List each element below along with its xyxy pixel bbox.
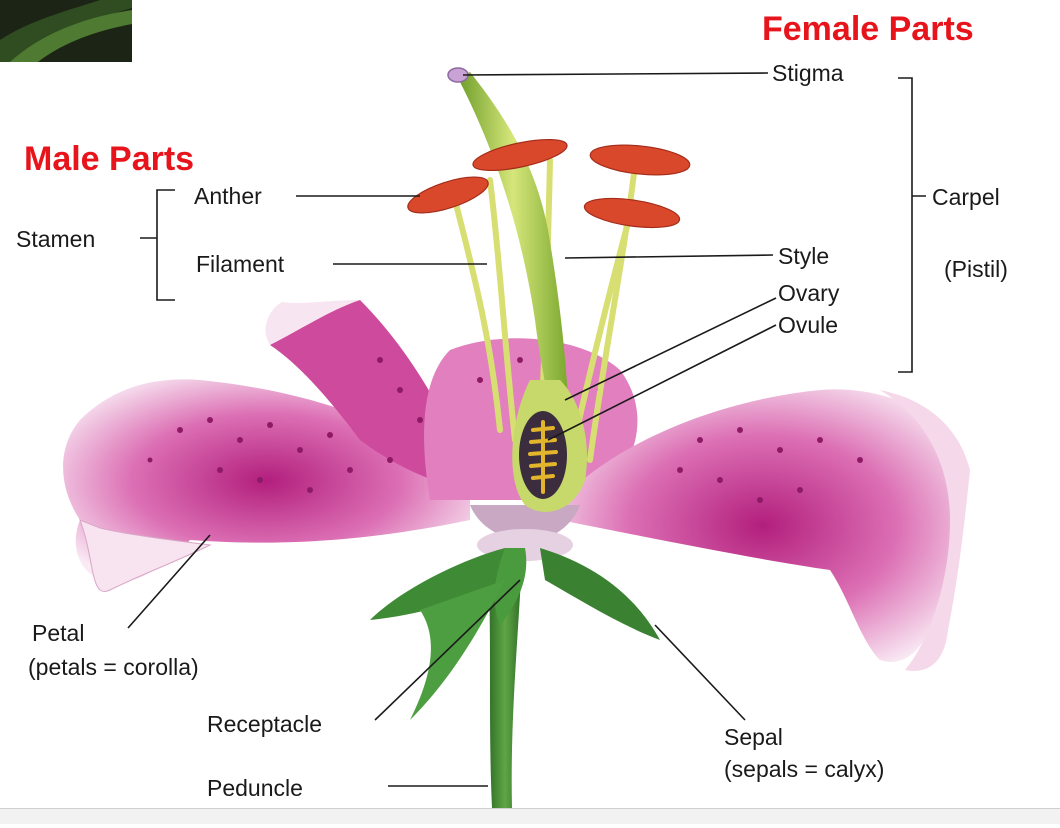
stamen-bracket xyxy=(140,190,175,300)
label-petal: Petal xyxy=(32,622,84,645)
female-parts-heading: Female Parts xyxy=(762,12,974,46)
label-receptacle: Receptacle xyxy=(207,713,322,736)
label-sepal-note: (sepals = calyx) xyxy=(724,758,884,781)
label-ovary: Ovary xyxy=(778,282,839,305)
label-sepal: Sepal xyxy=(724,726,783,749)
label-pistil: (Pistil) xyxy=(944,258,1008,281)
label-peduncle: Peduncle xyxy=(207,777,303,800)
label-carpel: Carpel xyxy=(932,186,1000,209)
bottom-frame-bar xyxy=(0,808,1060,824)
label-petal-note: (petals = corolla) xyxy=(28,656,199,679)
label-style: Style xyxy=(778,245,829,268)
label-ovule: Ovule xyxy=(778,314,838,337)
label-filament: Filament xyxy=(196,253,284,276)
label-stigma: Stigma xyxy=(772,62,844,85)
sepal-right xyxy=(540,548,660,640)
male-parts-heading: Male Parts xyxy=(24,142,194,176)
label-anther: Anther xyxy=(194,185,262,208)
corner-leaf-photo xyxy=(0,0,132,62)
carpel-bracket xyxy=(898,78,926,372)
label-stamen: Stamen xyxy=(16,228,95,251)
